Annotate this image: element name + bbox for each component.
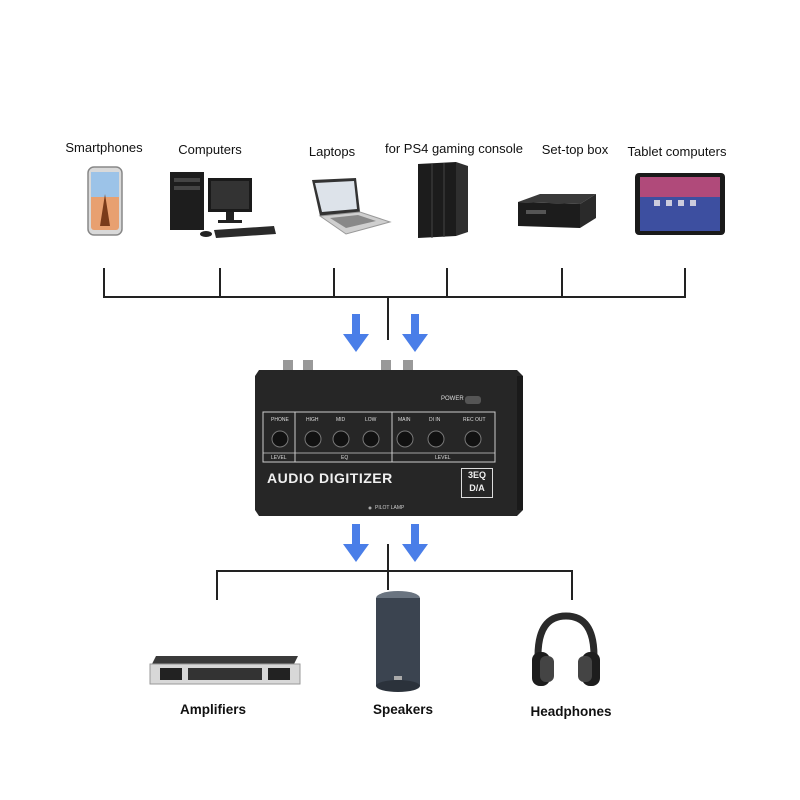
section-label-level: LEVEL	[271, 455, 287, 461]
output-label-speakers: Speakers	[372, 702, 434, 717]
connector-drop-4	[446, 268, 448, 298]
knob-label-high: HIGH	[306, 417, 319, 423]
connector-bus-top	[103, 296, 686, 298]
tablet-icon	[635, 173, 725, 235]
connector-bus-bottom	[216, 570, 573, 572]
pilot-lamp-label: PILOT LAMP	[375, 505, 405, 511]
amplifier-icon	[149, 656, 301, 685]
connector-drop-amplifiers	[216, 570, 218, 600]
device-name: AUDIO DIGITIZER	[267, 470, 393, 486]
section-label-level-2: LEVEL	[435, 455, 451, 461]
source-label-smartphones: Smartphones	[65, 140, 143, 155]
badge-bottom-text: D/A	[469, 483, 485, 493]
device-badge: 3EQ D/A	[461, 468, 493, 498]
power-label: POWER	[441, 396, 464, 402]
source-label-laptops: Laptops	[308, 144, 356, 159]
game-console-icon	[418, 162, 468, 238]
source-label-tablet: Tablet computers	[627, 144, 727, 159]
connector-drop-1	[103, 268, 105, 298]
knob-label-mid: MID	[336, 417, 346, 423]
output-label-headphones: Headphones	[530, 704, 612, 719]
arrow-down-icon	[343, 524, 369, 562]
connector-drop-5	[561, 268, 563, 298]
knob-label-low: LOW	[365, 417, 377, 423]
desktop-computer-icon	[170, 172, 276, 238]
smartphone-icon	[87, 166, 123, 236]
audio-digitizer-body	[255, 360, 523, 516]
source-label-computers: Computers	[178, 142, 242, 157]
arrow-down-icon	[402, 314, 428, 352]
source-label-ps4: for PS4 gaming console	[384, 141, 524, 156]
output-label-amplifiers: Amplifiers	[179, 702, 247, 717]
connector-drop-headphones	[571, 570, 573, 600]
knob-label-phone: PHONE	[271, 417, 289, 423]
arrow-down-icon	[343, 314, 369, 352]
headphones-icon	[532, 612, 600, 686]
connector-stem-bottom	[387, 544, 389, 572]
knob-group	[271, 430, 482, 448]
speaker-icon	[376, 591, 420, 692]
connector-drop-6	[684, 268, 686, 298]
section-label-eq: EQ	[341, 455, 349, 461]
knob-label-rec-out: REC OUT	[463, 417, 486, 423]
set-top-box-icon	[518, 194, 596, 228]
laptop-icon	[312, 178, 392, 235]
connector-drop-speakers	[387, 570, 389, 590]
source-label-set-top-box: Set-top box	[541, 142, 609, 157]
connector-drop-2	[219, 268, 221, 298]
connector-stem-top	[387, 296, 389, 340]
audio-digitizer-device: PHONE HIGH MID LOW MAIN DI IN REC OUT LE…	[255, 360, 525, 518]
knob-label-di-in: DI IN	[429, 417, 441, 423]
knob-label-main: MAIN	[398, 417, 411, 423]
arrow-down-icon	[402, 524, 428, 562]
badge-top-text: 3EQ	[467, 470, 486, 480]
connector-drop-3	[333, 268, 335, 298]
